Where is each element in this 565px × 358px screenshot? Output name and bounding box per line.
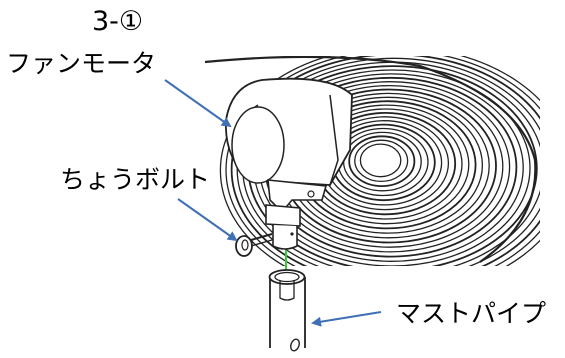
fan-motor-label: ファンモータ (6, 49, 157, 78)
mast-pipe-icon (268, 269, 306, 352)
fan-motor-arrow (164, 79, 232, 128)
guard-ring (219, 56, 540, 266)
step-number: 3-① (92, 6, 144, 37)
wing-bolt-label: ちょうボルト (60, 165, 211, 194)
guard-ring (348, 135, 416, 188)
guard-ring (225, 56, 540, 266)
fan-motor-icon (225, 77, 353, 250)
wing-bolt-icon (235, 233, 273, 257)
guard-ring (354, 139, 409, 183)
wing-bolt-arrow (177, 198, 238, 242)
guard-ring (359, 143, 402, 178)
guard-ring (230, 56, 540, 266)
mast-pipe-label: マストパイプ (396, 299, 547, 328)
mast-pipe-arrow (311, 311, 382, 327)
guard-rim (204, 56, 537, 263)
